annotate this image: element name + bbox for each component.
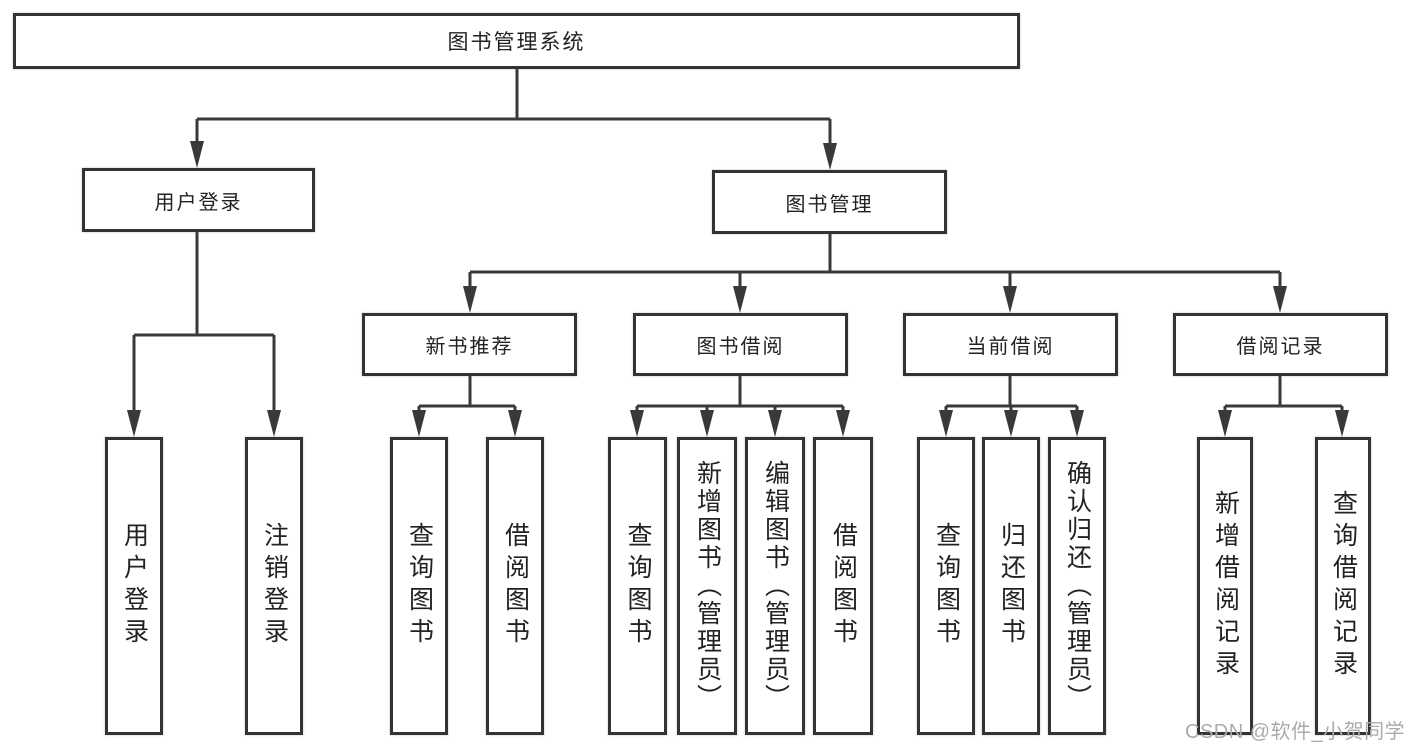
node-book-management: 图书管理 [712,170,947,234]
node-label: 归还图书 [997,522,1026,650]
node-label: 确认归还（管理员） [1063,460,1092,712]
node-label: 图书借阅 [696,336,785,358]
node-label: 用户登录 [120,522,149,650]
node-library-management-system: 图书管理系统 [13,13,1020,69]
node-query-borrow-record: 查询借阅记录 [1315,437,1371,735]
node-label: 查询图书 [405,522,434,650]
node-label: 图书管理系统 [447,31,586,54]
node-label: 借阅图书 [829,522,858,650]
node-label: 编辑图书（管理员） [761,460,790,712]
node-query-books: 查询图书 [917,437,975,735]
node-label: 查询图书 [932,522,961,650]
node-label: 用户登录 [154,191,243,214]
node-current-borrowing: 当前借阅 [903,313,1118,376]
node-label: 新书推荐 [425,336,514,358]
node-borrowing-records: 借阅记录 [1173,313,1388,376]
node-book-borrowing: 图书借阅 [633,313,848,376]
node-add-books-admin: 新增图书（管理员） [677,437,737,735]
node-label: 借阅记录 [1236,336,1325,358]
node-edit-books-admin: 编辑图书（管理员） [745,437,805,735]
node-add-borrow-record: 新增借阅记录 [1197,437,1253,735]
node-query-books: 查询图书 [390,437,448,735]
node-query-books: 查询图书 [608,437,667,735]
node-logout: 注销登录 [245,437,303,735]
node-label: 新增借阅记录 [1211,490,1240,682]
node-confirm-return-admin: 确认归还（管理员） [1048,437,1106,735]
node-label: 借阅图书 [501,522,530,650]
node-label: 图书管理 [785,193,874,216]
node-borrow-books: 借阅图书 [813,437,873,735]
node-borrow-books: 借阅图书 [486,437,544,735]
node-return-books: 归还图书 [982,437,1040,735]
node-label: 查询借阅记录 [1329,490,1358,682]
node-label: 新增图书（管理员） [693,460,722,712]
node-user-login: 用户登录 [82,168,315,232]
node-user-login-leaf: 用户登录 [105,437,163,735]
watermark: CSDN @软件_小贺同学 [1185,721,1405,743]
node-new-book-recommendation: 新书推荐 [362,313,577,376]
node-label: 当前借阅 [966,336,1055,358]
node-label: 查询图书 [624,522,652,650]
node-label: 注销登录 [260,522,289,650]
